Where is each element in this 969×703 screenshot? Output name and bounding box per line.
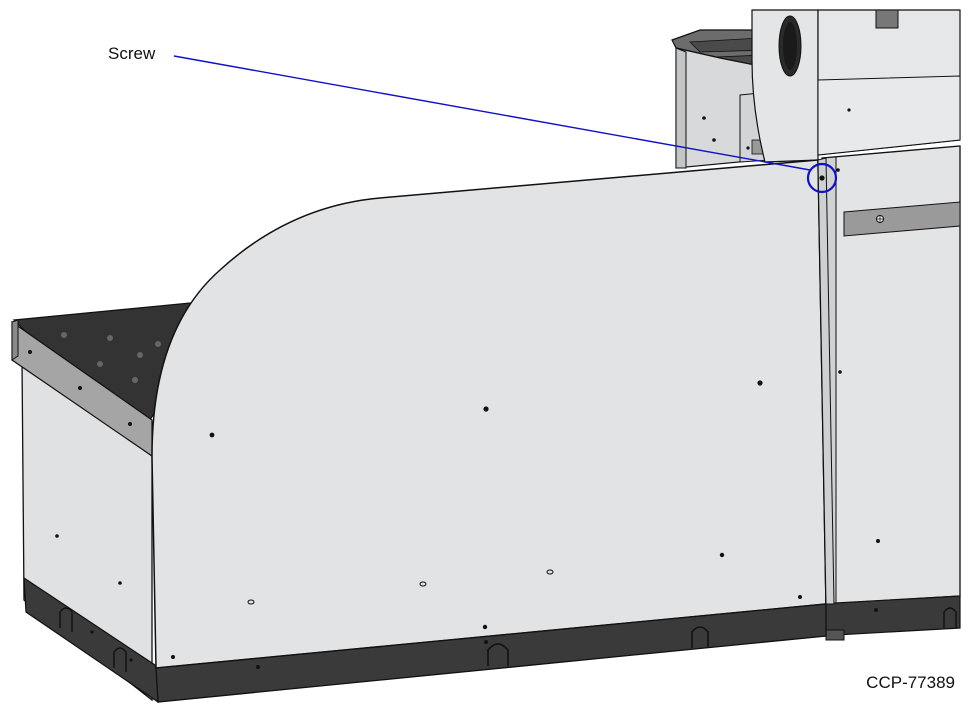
screw-callout [173,55,838,194]
callout-circle [806,162,838,194]
callout-label-screw: Screw [108,44,156,63]
callout-leader-line [173,55,811,171]
main-base [155,603,827,703]
screw-point [819,175,825,181]
left-shelf-unit [11,302,201,703]
figure-id: CCP-77389 [866,673,955,692]
curved-side-panel [151,157,835,669]
rear-upper-unit [671,9,961,169]
right-cabinet [817,145,961,641]
